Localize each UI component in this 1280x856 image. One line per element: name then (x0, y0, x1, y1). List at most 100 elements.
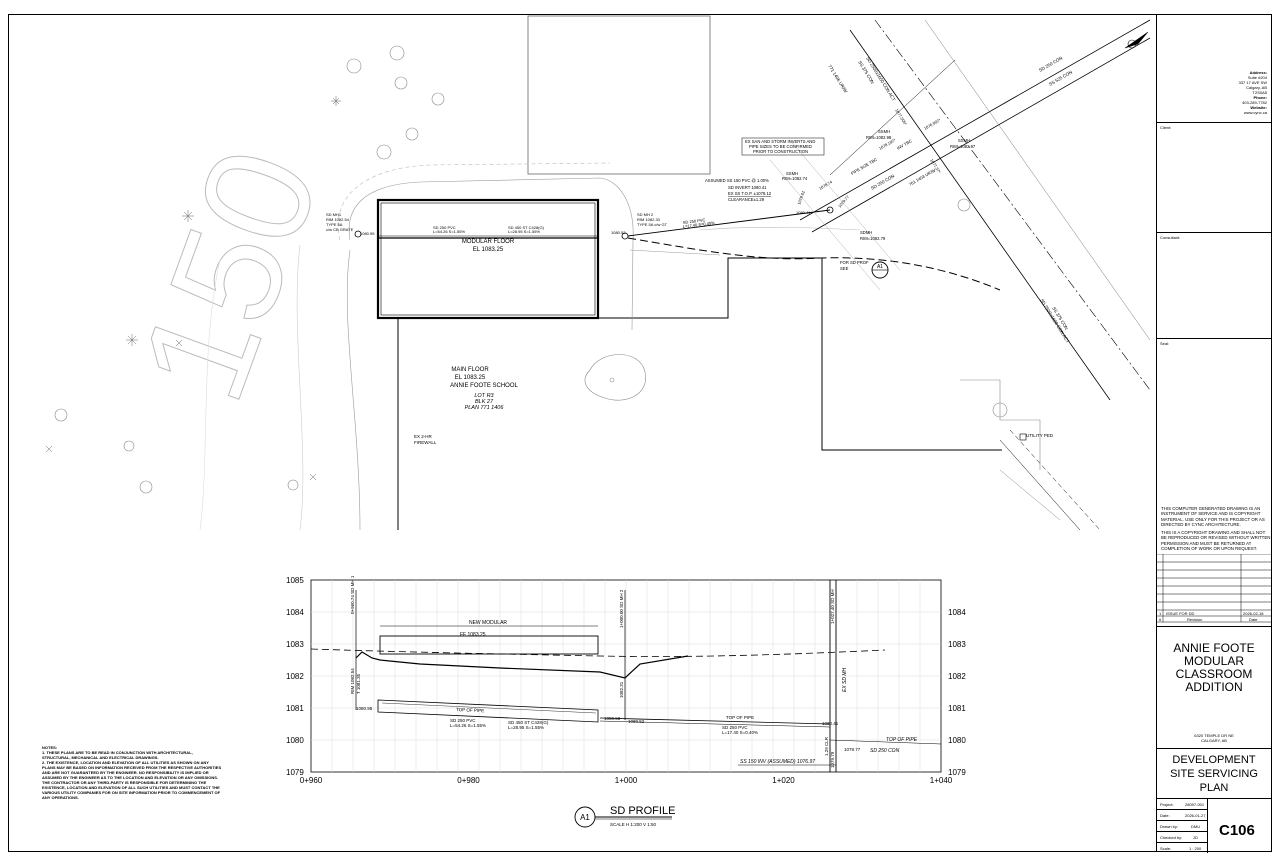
project-title-2: MODULAR (1183, 654, 1244, 668)
info-scale: Scale: 1 : 200 (1157, 843, 1207, 854)
drawing-title-2: SITE SERVICING (1170, 768, 1258, 780)
profile-y-tick-left: 1083 (286, 640, 304, 649)
modular-building (376, 198, 600, 320)
profile-top-pipe-2: TOP OF PIPE (726, 715, 754, 720)
info-project: Project: 28097-001 (1157, 799, 1207, 810)
profile-rim-3: 1079.79 (830, 751, 835, 768)
storm-pipe-plan (627, 209, 831, 237)
inv-3: 1079.77 (837, 194, 851, 209)
confirm-note-3: PRIOR TO CONSTRUCTION (753, 149, 808, 154)
main-floor-elevation: EL 1083.25 (455, 375, 486, 381)
pipe1-size: SD 250 PVC (433, 225, 456, 230)
ssmh-a: SSMH (786, 171, 798, 176)
project-title-3: CLASSROOM (1175, 667, 1253, 681)
profile-ss-inv: SS 150 INV (ASSUMED) 1076.97 (740, 759, 815, 765)
firm-contact: Address: Suite #204 337 17 AVE SW Calgar… (1167, 70, 1267, 115)
north-arrow (1124, 31, 1149, 49)
profile-pipe-2 (599, 717, 831, 725)
utility-ped-label: UTILITY PED (1026, 433, 1054, 438)
info-scale-value: 1 : 200 (1189, 846, 1202, 851)
rev-description: ISSUE FOR DD (1166, 611, 1195, 616)
sdmh2-label: SD MH 2 (637, 212, 654, 217)
sd-invert: SD INVERT 1080.41 (728, 185, 767, 190)
profile-y-tick-left: 1079 (286, 768, 304, 777)
profile-y-tick-left: 1081 (286, 704, 304, 713)
assumed-ss: ASSUMED SS 150 PVC @ 1.00% (705, 178, 769, 183)
for-sd-prof: FOR SD PROF (840, 260, 869, 265)
profile-ff-label: FF 1083.25 (460, 632, 486, 638)
profile-rim-1b: T 1081.35 (356, 673, 361, 694)
road-label-7: PIPE SIZE TBC (850, 157, 878, 176)
client-label: Client: (1160, 125, 1172, 130)
seal-label: Seal: (1160, 341, 1170, 346)
info-checked: Checked by: JD (1157, 832, 1207, 843)
consultant-label: Consultant: (1160, 235, 1181, 240)
sdmh1-type: TYPE 5A (326, 222, 343, 227)
profile-ex-sd-mh: EX SD MH (842, 667, 848, 692)
lot-label: LOT R3 (474, 393, 494, 399)
firewall-label-2: FIREWALL (414, 440, 437, 445)
ssmh-c: SSMH (958, 138, 970, 143)
website-label: Website: (1250, 105, 1267, 110)
profile-sta-2: 1+000.00 SD MH 2 (619, 589, 624, 628)
address-line-4: T2S0A5 (1252, 90, 1267, 95)
project-address-1: 6320 TEMPLE DR NE (1194, 733, 1234, 738)
profile-top-pipe-1: TOP OF PIPE (456, 707, 484, 713)
profile-sta-1: 0+960.74 SD MH 1 (350, 575, 355, 614)
profile-rim-2: 1082.31 (619, 681, 624, 698)
profile-existing-ground (310, 648, 886, 657)
pipe3-length: L=17.40 S=0.40% (683, 220, 716, 229)
client-section: Client: (1157, 122, 1271, 232)
profile-y-tick-right: 1082 (948, 672, 966, 681)
pipe3-size: SD 250 PVC (683, 217, 706, 225)
notes-heading: NOTES: (42, 745, 58, 750)
profile-x-tick: 1+020 (772, 776, 795, 785)
sdmh2-rim: RIM 1082.33 (637, 217, 661, 222)
pipe2-size: SD 450 ST C428(G) (508, 225, 545, 230)
sdmh1-label: SD MH1 (326, 212, 342, 217)
road-label-9: 761 1403 UR/W (908, 168, 936, 187)
modular-floor-label: MODULAR FLOOR (462, 239, 515, 245)
sdmh2-type: TYPE 5A c/w GT (637, 222, 668, 227)
copyright-2: THIS IS A COPYRIGHT DRAWING AND SHALL NO… (1161, 530, 1271, 552)
profile-y-tick-left: 1084 (286, 608, 304, 617)
callout-letter: A1 (877, 264, 883, 270)
school-wall-west (378, 317, 399, 530)
profile-inv-2: 1080.58 (604, 716, 621, 721)
profile-sta-3: 1+027.40 SD MH (830, 589, 835, 624)
school-name: ANNIE FOOTE SCHOOL (450, 383, 518, 389)
ssmh-b-rim: RIM=1082.98 (866, 135, 892, 140)
inv-5: 1076.952* (923, 117, 942, 131)
info-date-label: Date: (1160, 813, 1170, 818)
block-label: BLK 27 (475, 399, 494, 405)
road-label-6: 771 1406 UR/W (827, 64, 849, 94)
drawing-title-section: DEVELOPMENT SITE SERVICING PLAN (1157, 748, 1271, 798)
profile-y-tick-right: 1079 (948, 768, 966, 777)
info-scale-label: Scale: (1160, 846, 1172, 851)
general-notes: NOTES: 1. THESE PLANS ARE TO BE READ IN … (42, 745, 222, 800)
address-label: Address: (1249, 70, 1267, 75)
profile-x-tick: 0+960 (300, 776, 323, 785)
profile-y-tick-right: 1081 (948, 704, 966, 713)
ex-ss-top: EX SS T.O.P. ±1078.12 (728, 191, 772, 196)
rev-header-description: Revision (1187, 617, 1202, 622)
profile-y-labels: 1085108410831082108110801079108410831082… (286, 576, 966, 777)
trees (54, 45, 1008, 494)
info-drawn-label: Drawn by: (1160, 824, 1179, 829)
inv-1: 1079.61 (796, 189, 806, 205)
inv-6: 1077.505* (894, 108, 908, 126)
confirm-note-2: PIPE SIZES TO BE CONFIRMED (749, 144, 812, 149)
pipe2-length: L=28.95 S=1.55% (508, 229, 540, 234)
profile-y-tick-left: 1080 (286, 736, 304, 745)
profile-y-tick-left: 1082 (286, 672, 304, 681)
profile-y-tick-left: 1085 (286, 576, 304, 585)
confirm-note-1: EX SAN AND STORM INVERTS AND (745, 139, 815, 144)
modular-floor-elevation: EL 1083.25 (473, 247, 504, 253)
profile-x-tick: 1+000 (615, 776, 638, 785)
profile-pipe-2-len: L=28.95 S=1.55% (508, 725, 544, 730)
pipe1-length: L=54.26 S=1.55% (433, 229, 465, 234)
profile-y-tick-right: 1084 (948, 608, 966, 617)
profile-inv-5: 1079.77 (844, 747, 861, 752)
